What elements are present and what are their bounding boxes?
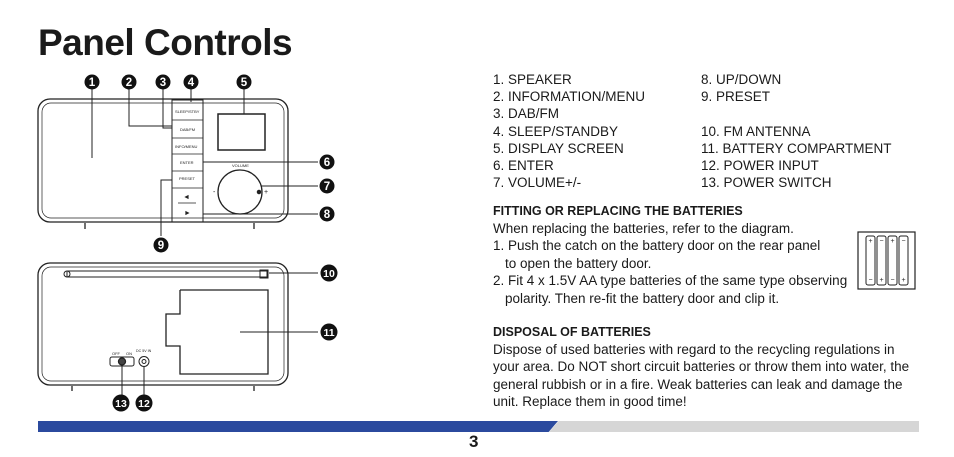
callout-4: 4 [183,74,199,90]
list-item: 13. POWER SWITCH [701,175,832,191]
footer-bar-blue [38,421,558,432]
callout-10: 10 [320,264,338,282]
callouts: 1 2 3 4 5 6 7 8 9 10 11 13 12 [84,74,338,412]
callout-11: 11 [320,323,338,341]
list-item: 3. DAB/FM [493,106,560,122]
callout-6: 6 [319,154,335,170]
batteries-step-1-cont: to open the battery door. [505,255,652,271]
battery-4-top: − [901,238,905,245]
dabfm-button-label: DAB/FM [180,127,195,132]
svg-text:13: 13 [115,398,127,410]
enter-button-label: ENTER [180,160,194,165]
callout-5: 5 [236,74,252,90]
svg-text:5: 5 [241,77,248,89]
list-item: 7. VOLUME+/- [493,175,582,191]
power-input-label: DC 5V IN [136,349,152,353]
sleep-button-label: SLEEP/STBY [175,109,200,114]
list-item: 4. SLEEP/STANDBY [493,123,619,139]
page-title: Panel Controls [38,22,293,63]
list-item: 9. PRESET [701,89,771,105]
list-item: 8. UP/DOWN [701,72,782,87]
volume-label: VOLUME [232,163,249,168]
svg-text:8: 8 [324,209,331,221]
list-item: 10. FM ANTENNA [701,123,811,139]
disposal-line: general rubbish or in a fire. Weak batte… [493,376,903,392]
volume-plus: + [264,189,268,196]
batteries-intro: When replacing the batteries, refer to t… [493,221,794,236]
callout-12: 12 [135,394,153,412]
callout-2: 2 [121,74,137,90]
battery-3-bottom: − [890,277,894,284]
batteries-text: When replacing the batteries, refer to t… [493,220,847,307]
svg-text:2: 2 [126,77,132,89]
disposal-heading: DISPOSAL OF BATTERIES [493,325,651,339]
panel-diagram: SLEEP/STBY DAB/FM INFO/MENU ENTER PRESET… [37,74,338,412]
svg-text:7: 7 [324,181,330,193]
callout-8: 8 [319,206,335,222]
svg-text:3: 3 [160,77,166,89]
batteries-step-2-cont: polarity. Then re-fit the battery door a… [505,290,780,306]
list-item: 11. BATTERY COMPARTMENT [701,140,892,156]
battery-4-bottom: + [901,277,905,284]
batteries-step-2: 2. Fit 4 x 1.5V AA type batteries of the… [493,273,848,289]
callout-7: 7 [319,178,335,194]
info-button-label: INFO/MENU [175,144,198,149]
battery-3-top: + [890,238,894,245]
controls-list-left: 1. SPEAKER 2. INFORMATION/MENU 3. DAB/FM… [493,71,645,191]
up-arrow: ◄ [183,194,190,201]
callout-13: 13 [112,394,130,412]
battery-1-bottom: − [868,277,872,284]
batteries-heading: FITTING OR REPLACING THE BATTERIES [493,204,743,218]
svg-text:4: 4 [188,77,195,89]
callout-1: 1 [84,74,100,90]
page-number: 3 [469,432,479,451]
controls-list-right: 8. UP/DOWN 9. PRESET 10. FM ANTENNA 11. … [701,71,892,191]
svg-text:9: 9 [158,240,164,252]
svg-text:10: 10 [323,268,335,280]
list-item: 12. POWER INPUT [701,157,819,173]
batteries-step-1: 1. Push the catch on the battery door on… [493,238,821,254]
list-item: 6. ENTER [493,157,554,173]
svg-text:6: 6 [324,157,330,169]
switch-on-label: ON [126,351,132,356]
switch-off-label: OFF [112,351,121,356]
svg-text:1: 1 [89,77,96,89]
callout-9: 9 [153,237,169,253]
list-item [701,105,892,122]
footer-bar-gray [549,421,919,432]
disposal-text: Dispose of used batteries with regard to… [493,341,909,411]
rear-panel [37,262,289,391]
list-item: 5. DISPLAY SCREEN [493,140,624,156]
battery-1-top: + [868,238,872,245]
svg-text:11: 11 [323,327,334,339]
disposal-line: Dispose of used batteries with regard to… [493,342,895,357]
down-arrow: ► [184,210,191,217]
disposal-line: unit. Replace them in good time! [493,394,687,410]
battery-2-bottom: + [879,277,883,284]
list-item: 1. SPEAKER [493,72,572,87]
preset-button-label: PRESET [179,176,196,181]
battery-2-top: − [879,238,883,245]
callout-3: 3 [155,74,171,90]
list-item: 2. INFORMATION/MENU [493,89,646,105]
battery-diagram: + − − + + − − + [857,231,916,290]
volume-minus: - [213,189,216,196]
disposal-line: your area. Do NOT short circuit batterie… [493,359,910,375]
svg-text:12: 12 [138,398,150,410]
